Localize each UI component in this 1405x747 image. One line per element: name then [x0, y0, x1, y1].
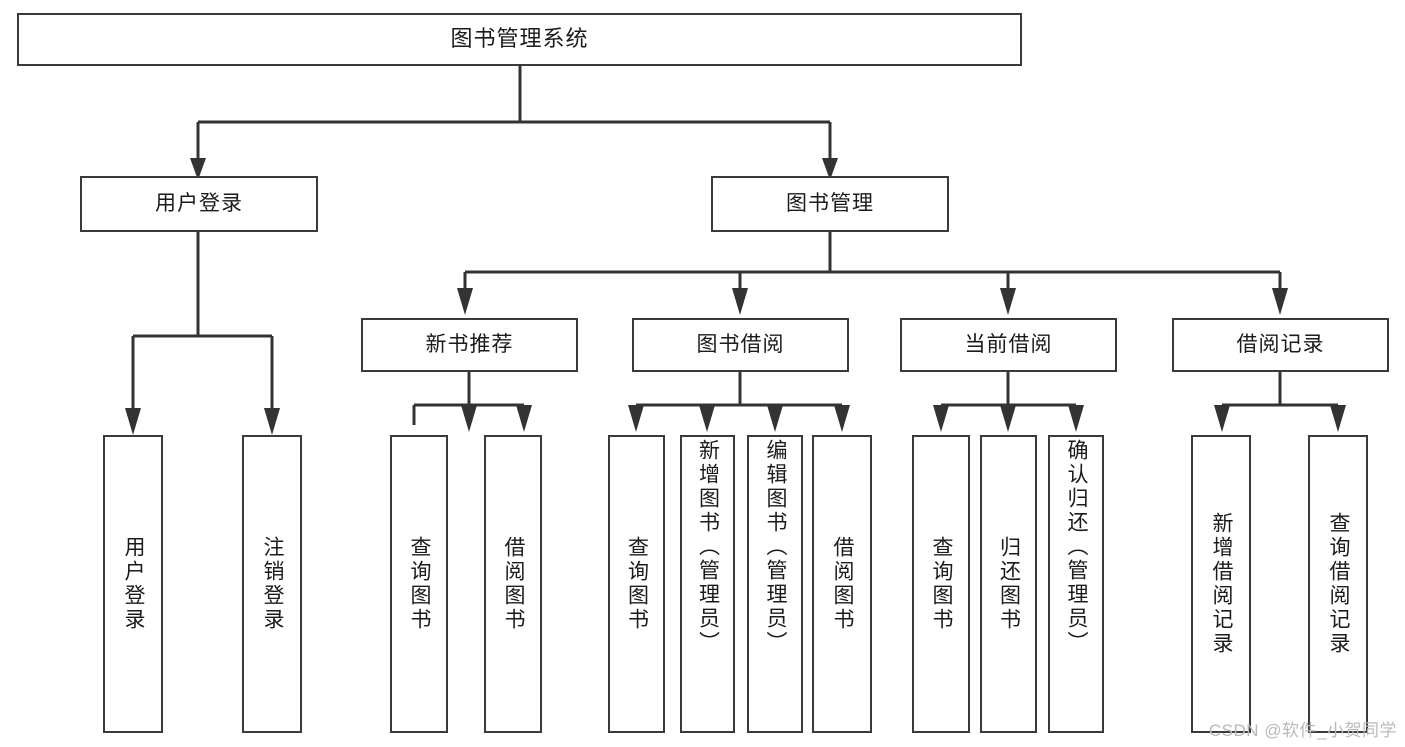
node-label: 用户登录 — [155, 192, 243, 216]
node-label: 用户登录 — [122, 536, 146, 632]
leaf-edit-book-admin[interactable]: 编辑图书（管理员） — [747, 435, 803, 733]
node-book-borrow[interactable]: 图书借阅 — [632, 318, 849, 372]
node-label: 注销登录 — [261, 536, 285, 632]
leaf-query-book-current[interactable]: 查询图书 — [912, 435, 970, 733]
leaf-borrow-book[interactable]: 借阅图书 — [812, 435, 872, 733]
node-root-library-system[interactable]: 图书管理系统 — [17, 13, 1022, 66]
node-label: 编辑图书（管理员） — [764, 439, 788, 655]
node-label: 图书管理 — [786, 192, 874, 216]
node-label: 查询图书 — [930, 536, 954, 632]
leaf-query-book-borrow[interactable]: 查询图书 — [608, 435, 665, 733]
leaf-query-book-recommend[interactable]: 查询图书 — [390, 435, 448, 733]
leaf-confirm-return-admin[interactable]: 确认归还（管理员） — [1048, 435, 1104, 733]
node-label: 查询图书 — [408, 536, 432, 632]
leaf-add-book-admin[interactable]: 新增图书（管理员） — [680, 435, 735, 733]
node-label: 当前借阅 — [964, 333, 1053, 357]
node-book-management[interactable]: 图书管理 — [711, 176, 949, 232]
node-label: 借阅记录 — [1236, 333, 1325, 357]
node-user-login[interactable]: 用户登录 — [80, 176, 318, 232]
node-label: 归还图书 — [997, 536, 1021, 632]
node-label: 查询图书 — [625, 536, 649, 632]
node-label: 新书推荐 — [425, 333, 514, 357]
leaf-add-borrow-record[interactable]: 新增借阅记录 — [1191, 435, 1251, 733]
node-current-borrow[interactable]: 当前借阅 — [900, 318, 1117, 372]
node-label: 图书管理系统 — [450, 26, 589, 52]
node-label: 新增图书（管理员） — [696, 439, 720, 655]
node-new-book-recommend[interactable]: 新书推荐 — [361, 318, 578, 372]
node-label: 借阅图书 — [831, 536, 855, 632]
watermark-text: CSDN @软件_小贺同学 — [1208, 721, 1397, 740]
leaf-logout[interactable]: 注销登录 — [242, 435, 302, 733]
leaf-user-login[interactable]: 用户登录 — [103, 435, 163, 733]
node-label: 确认归还（管理员） — [1065, 439, 1089, 655]
node-label: 图书借阅 — [696, 333, 785, 357]
node-borrow-record[interactable]: 借阅记录 — [1172, 318, 1389, 372]
leaf-query-borrow-record[interactable]: 查询借阅记录 — [1308, 435, 1368, 733]
node-label: 查询借阅记录 — [1327, 512, 1351, 656]
node-label: 借阅图书 — [502, 536, 526, 632]
leaf-borrow-book-recommend[interactable]: 借阅图书 — [484, 435, 542, 733]
node-label: 新增借阅记录 — [1210, 512, 1234, 656]
leaf-return-book[interactable]: 归还图书 — [980, 435, 1037, 733]
